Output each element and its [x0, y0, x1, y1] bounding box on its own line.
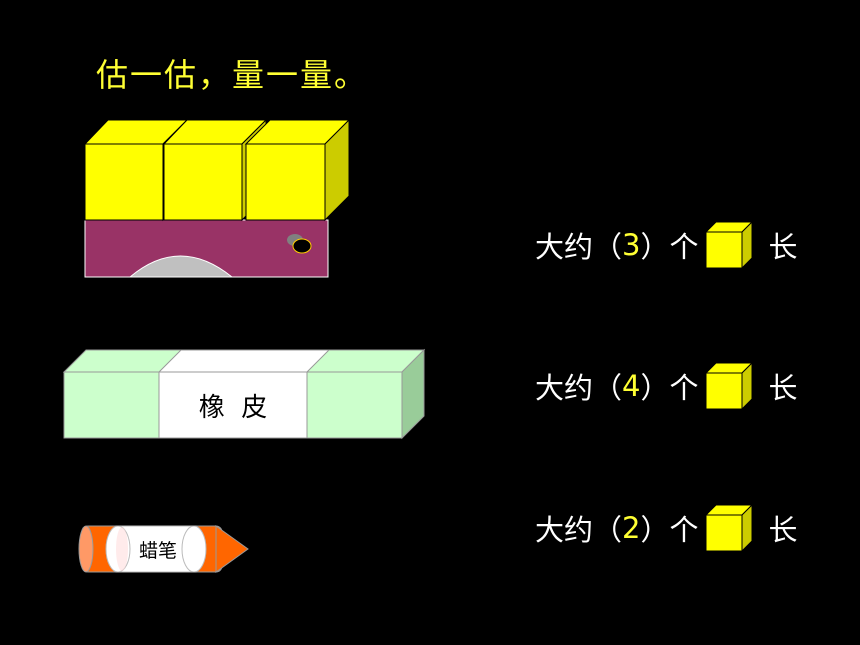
answer-prefix: 大约（ — [535, 371, 623, 405]
unit-cube-icon — [705, 220, 754, 270]
answer-unit: 长 — [768, 230, 798, 264]
answer-value: 4 — [622, 369, 641, 403]
answer-unit: 长 — [768, 371, 798, 405]
answer-suffix: ）个 — [640, 513, 699, 547]
eraser-sleeve — [158, 371, 308, 439]
crayon-tip — [215, 525, 249, 573]
unit-cube-icon — [705, 503, 754, 553]
sharpener-with-cubes — [83, 118, 351, 278]
unit-cube — [244, 118, 351, 222]
eraser: 橡 皮 — [62, 348, 427, 440]
crayon: 蜡笔 — [76, 522, 250, 576]
crayon-label: 蜡笔 — [138, 539, 177, 562]
sharpener-blade — [128, 255, 234, 278]
answer-suffix: ）个 — [640, 230, 699, 264]
answer-value: 3 — [622, 228, 641, 262]
answer-row-eraser: 大约（ 4 ）个 长 — [535, 361, 798, 411]
answer-unit: 长 — [768, 513, 798, 547]
answer-row-sharpener: 大约（ 3 ）个 长 — [535, 220, 798, 270]
eraser-label: 橡 皮 — [198, 392, 268, 423]
answer-prefix: 大约（ — [535, 513, 623, 547]
answer-suffix: ）个 — [640, 371, 699, 405]
page-title: 估一估，量一量。 — [96, 56, 369, 94]
answer-prefix: 大约（ — [535, 230, 623, 264]
answer-value: 2 — [622, 511, 641, 545]
sharpener-hole — [292, 238, 312, 254]
unit-cube-icon — [705, 361, 754, 411]
answer-row-crayon: 大约（ 2 ）个 长 — [535, 503, 798, 553]
